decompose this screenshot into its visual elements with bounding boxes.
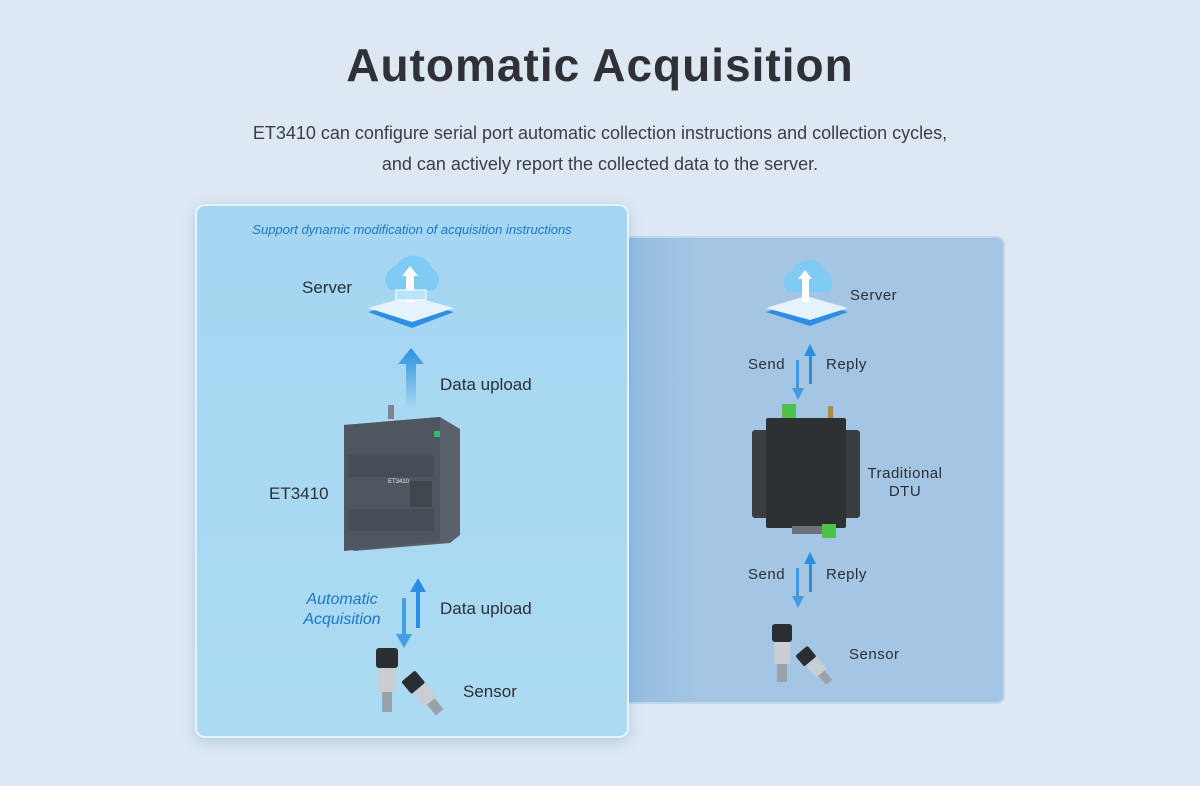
traditional-dtu-image [752, 404, 860, 538]
reply-label-bottom: Reply [826, 566, 867, 583]
page-subtitle: ET3410 can configure serial port automat… [252, 123, 948, 174]
svg-text:ET3410: ET3410 [388, 479, 410, 485]
bidirectional-arrow-icon [396, 578, 426, 648]
send-reply-arrows-icon [792, 552, 816, 608]
server-label: Server [302, 278, 353, 297]
send-label-top: Send [748, 356, 786, 373]
page-title: Automatic Acquisition [346, 39, 854, 91]
reply-label-top: Reply [826, 356, 867, 373]
sensor-label: Sensor [463, 682, 517, 701]
traditional-dtu-label: Traditional DTU [867, 465, 943, 500]
sensor-icon [772, 624, 833, 685]
panel-caption: Support dynamic modification of acquisit… [252, 222, 572, 237]
data-upload-label-top: Data upload [440, 375, 532, 394]
data-upload-label-bottom: Data upload [440, 599, 532, 618]
server-cloud-icon [766, 260, 848, 326]
server-cloud-icon [368, 255, 454, 328]
et3410-label: ET3410 [269, 484, 329, 503]
upload-arrow-icon [398, 348, 424, 408]
et3410-device-image: ET3410 [344, 405, 460, 551]
sensor-icon [376, 648, 444, 716]
automatic-acquisition-label: Automatic Acquisition [303, 591, 381, 628]
sensor-label: Sensor [849, 646, 900, 663]
send-reply-arrows-icon [792, 344, 816, 400]
send-label-bottom: Send [748, 566, 786, 583]
server-label: Server [850, 287, 898, 304]
